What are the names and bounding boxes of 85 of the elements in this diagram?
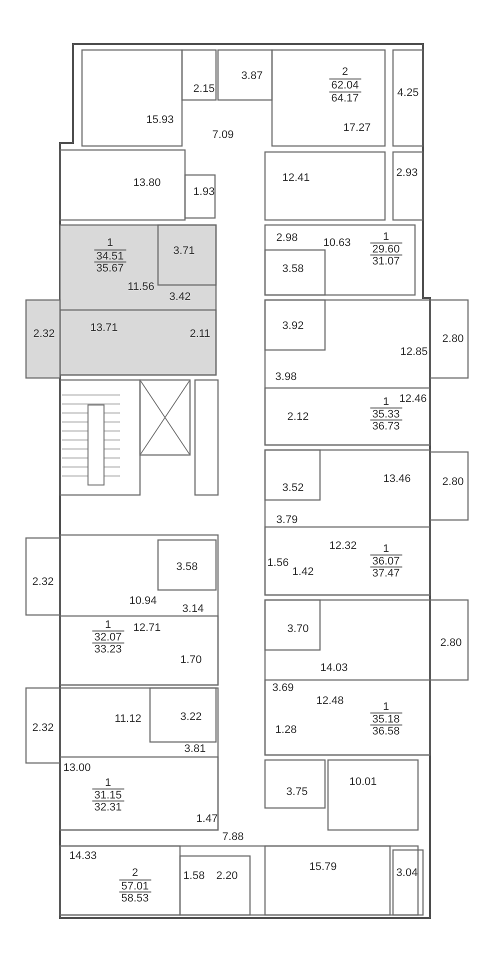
area-label: 31.15 — [92, 788, 124, 802]
area-label: 37.47 — [370, 566, 402, 580]
area-label: 34.51 — [94, 250, 126, 262]
room-area-label: 7.09 — [211, 129, 235, 141]
area-label: 36.07 — [370, 554, 402, 568]
room-area-label: 3.58 — [281, 263, 305, 275]
room-area-label: 1.47 — [195, 813, 219, 825]
room-area-label: 3.87 — [240, 70, 264, 82]
room-area-label: 3.79 — [275, 514, 299, 526]
area-label: 62.04 — [329, 78, 361, 92]
room-area-label: 1.56 — [266, 557, 290, 569]
area-label: 58.53 — [119, 892, 151, 904]
room-area-label: 3.14 — [181, 603, 205, 615]
room-area-label: 13.80 — [132, 177, 162, 189]
room-area-label: 12.71 — [132, 622, 162, 634]
room-area-label: 2.15 — [192, 83, 216, 95]
area-label: 31.07 — [370, 254, 402, 268]
room-area-label: 2.32 — [31, 722, 55, 734]
room-area-label: 3.22 — [179, 711, 203, 723]
room-area-label: 11.12 — [114, 713, 142, 725]
room-area-label: 1.70 — [179, 654, 203, 666]
room-area-label: 2.93 — [395, 167, 419, 179]
room-area-label: 3.58 — [175, 561, 199, 573]
room-area-label: 12.41 — [281, 172, 311, 184]
room-area-label: 2.12 — [286, 411, 310, 423]
area-label: 29.60 — [370, 242, 402, 256]
room-area-label: 2.32 — [31, 576, 55, 588]
room-area-label: 1 — [382, 543, 390, 555]
room-area-label: 1 — [104, 619, 112, 631]
room-area-label: 10.94 — [128, 595, 158, 607]
room-area-label: 17.27 — [342, 122, 372, 134]
room-area-label: 7.88 — [221, 831, 245, 843]
room-area-label: 1 — [382, 396, 390, 408]
room-area-label: 13.46 — [382, 473, 412, 485]
room-area-label: 1 — [106, 237, 114, 249]
room-area-label: 12.85 — [399, 346, 429, 358]
room-area-label: 3.04 — [395, 867, 419, 879]
room-area-label: 15.93 — [145, 114, 175, 126]
room-area-label: 14.33 — [68, 850, 98, 862]
area-label: 36.73 — [370, 420, 402, 432]
area-label: 36.58 — [370, 724, 402, 738]
room-area-label: 2.20 — [215, 870, 239, 882]
area-label: 64.17 — [329, 92, 361, 104]
room-area-label: 3.69 — [271, 682, 295, 694]
room-area-label: 2.32 — [32, 328, 56, 340]
area-label: 32.31 — [92, 800, 124, 814]
room-area-label: 12.48 — [315, 695, 345, 707]
area-label: 32.07 — [92, 630, 124, 644]
room-area-label: 12.46 — [398, 393, 428, 405]
area-label: 33.23 — [92, 642, 124, 656]
room-area-label: 13.71 — [89, 322, 119, 334]
room-area-label: 3.52 — [281, 482, 305, 494]
room-area-label: 10.63 — [322, 237, 352, 249]
room-area-label: 2.80 — [441, 476, 465, 488]
room-area-label: 11.56 — [126, 281, 156, 293]
room-area-label: 3.42 — [168, 291, 192, 303]
area-label: 57.01 — [119, 880, 151, 892]
room-area-label: 3.70 — [286, 623, 310, 635]
room-area-label: 2.98 — [275, 232, 299, 244]
room-area-label: 2 — [130, 867, 140, 879]
room-area-label: 3.71 — [172, 245, 196, 257]
room-area-label: 3.98 — [274, 371, 298, 383]
room-area-label: 3.81 — [183, 743, 207, 755]
room-area-label: 1 — [382, 701, 390, 713]
room-area-label: 1.28 — [274, 724, 298, 736]
room-area-label: 12.32 — [328, 540, 358, 552]
room-area-label: 13.00 — [62, 762, 92, 774]
room-area-label: 2.80 — [439, 637, 463, 649]
room-area-label: 1.93 — [192, 186, 216, 198]
room-area-label: 1 — [104, 777, 112, 789]
room-area-label: 2 — [340, 66, 350, 78]
room-area-label: 10.01 — [348, 776, 378, 788]
room-area-label: 4.25 — [396, 87, 420, 99]
room-area-label: 1 — [382, 231, 390, 243]
room-area-label: 14.03 — [319, 662, 349, 674]
area-label: 35.33 — [370, 408, 402, 420]
room-area-label: 3.92 — [281, 320, 305, 332]
room-area-label: 3.75 — [285, 786, 309, 798]
area-label: 35.67 — [94, 262, 126, 274]
room-area-label: 1.42 — [291, 566, 315, 578]
room-area-label: 1.58 — [182, 870, 206, 882]
room-area-label: 15.79 — [308, 861, 338, 873]
area-label: 35.18 — [370, 712, 402, 726]
room-area-label: 2.80 — [441, 333, 465, 345]
room-area-label: 2.11 — [188, 328, 212, 340]
